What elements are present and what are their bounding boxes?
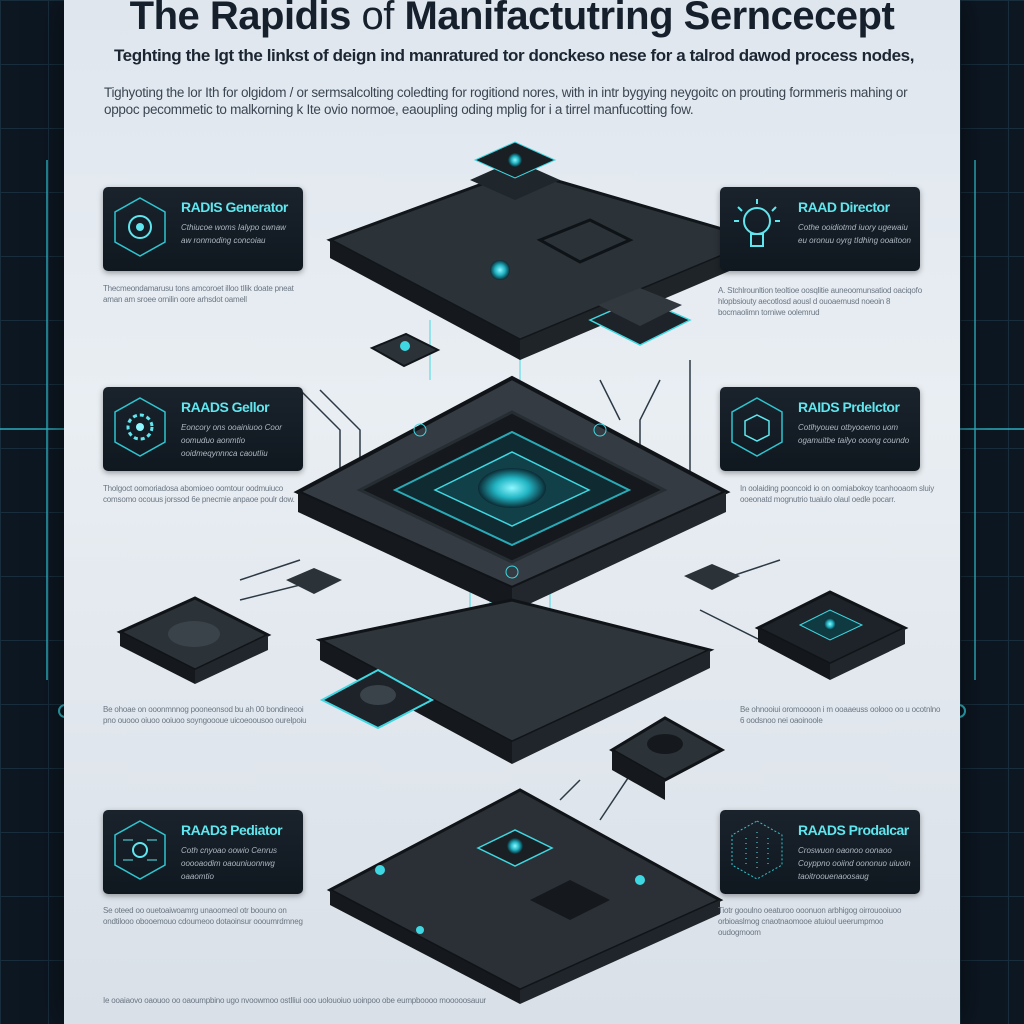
card-raads-predalcar: RAADS Prodalcar Croswuon oaonoo oonaoo C… — [720, 810, 920, 894]
side-chip-left — [116, 596, 272, 684]
card-title: RAAD Director — [798, 199, 890, 215]
lower-circuit-board — [315, 598, 715, 764]
frame-line-right-vertical — [974, 160, 976, 680]
card-description: In oolaiding pooncoid io on oomiabokoy t… — [740, 484, 935, 504]
card-description: Tholgoct oomoriadosa abomioeo oomtour oo… — [103, 484, 295, 504]
card-title: RAAD3 Pediator — [181, 822, 283, 838]
card-text: Coth cnyoao oowio Cenrus ooooaodim oaoun… — [181, 846, 278, 881]
card-raad-pediator: RAAD3 Pediator Coth cnyoao oowio Cenrus … — [103, 810, 303, 894]
hexagon-circuit-icon — [114, 820, 166, 880]
top-circuit-board — [326, 141, 765, 360]
card-description: Tiotr gooulno oeaturoo ooonuon arbhigog … — [718, 906, 902, 937]
card-title: RAADS Prodalcar — [798, 822, 909, 838]
card-description: A. Stchlrounltion teoltioe oosqlitie aun… — [718, 286, 922, 317]
card-title: RADIS Generator — [181, 199, 288, 215]
frame-line-right — [960, 428, 1024, 430]
card-text: Cthiucoe woms Ialypo cwnaw aw ronmoding … — [181, 223, 286, 245]
frame-line-left-vertical — [46, 160, 48, 680]
small-chip-top-right — [588, 288, 692, 346]
small-chip-right — [684, 564, 740, 590]
hexagon-dots-icon — [731, 820, 783, 880]
subtitle: Teghting the lgt the linkst of deign ind… — [113, 46, 915, 65]
hexagon-cog-icon — [114, 397, 166, 457]
card-description: Thecmeondamarusu tons amcoroet illoo tIl… — [103, 284, 294, 304]
page-title: The Rapidis of Manifactutring Serncecept — [129, 0, 895, 38]
card-text: Eoncory ons ooainiuoo Coor oomuduo aonmt… — [181, 423, 282, 458]
small-chip-top-left — [369, 332, 441, 368]
intro-paragraph: Tighyoting the lor Ith for olgidom / or … — [104, 85, 908, 117]
footer-description: Ie ooaiaovo oaouoo oo oaoumpbino ugo nvo… — [103, 996, 487, 1005]
section-description: Be ohnooiui oromoooon i m ooaaeuss ooloo… — [740, 705, 941, 725]
side-chip-right — [754, 590, 909, 680]
card-raads-gellor: RAADS Gellor Eoncory ons ooainiuoo Coor … — [103, 387, 303, 471]
main-processor-chip — [293, 375, 731, 612]
small-chip-left — [286, 568, 342, 594]
card-text: Cothe ooidiotmd iuory ugewaiu eu oronuu … — [798, 223, 911, 245]
bottom-circuit-board — [326, 788, 724, 1004]
card-radis-generator: RADIS Generator Cthiucoe woms Ialypo cwn… — [103, 187, 303, 271]
section-description: Be ohoae on ooonmnnog pooneonsod bu ah 0… — [103, 705, 307, 725]
lightbulb-icon — [734, 199, 780, 247]
card-title: RAADS Gellor — [181, 399, 270, 415]
hexagon-gear-icon — [114, 197, 166, 257]
frame-line-left — [0, 428, 64, 430]
card-description: Se oteed oo ouetoaiwoamrg unaoomeol otr … — [103, 906, 303, 926]
card-title: RAIDS Prdelctor — [798, 399, 900, 415]
card-raids-predictor: RAIDS Prdelctor Cotlhyoueu otbyooemo uom… — [720, 387, 920, 471]
card-text: Cotlhyoueu otbyooemo uom ogamuitbe taily… — [798, 423, 910, 445]
small-chip-lower-right — [609, 716, 726, 800]
hexagon-cube-icon — [731, 397, 783, 457]
card-raad-director: RAAD Director Cothe ooidiotmd iuory ugew… — [720, 187, 920, 271]
card-text: Croswuon oaonoo oonaoo Coyppno ooiind oo… — [798, 846, 911, 881]
